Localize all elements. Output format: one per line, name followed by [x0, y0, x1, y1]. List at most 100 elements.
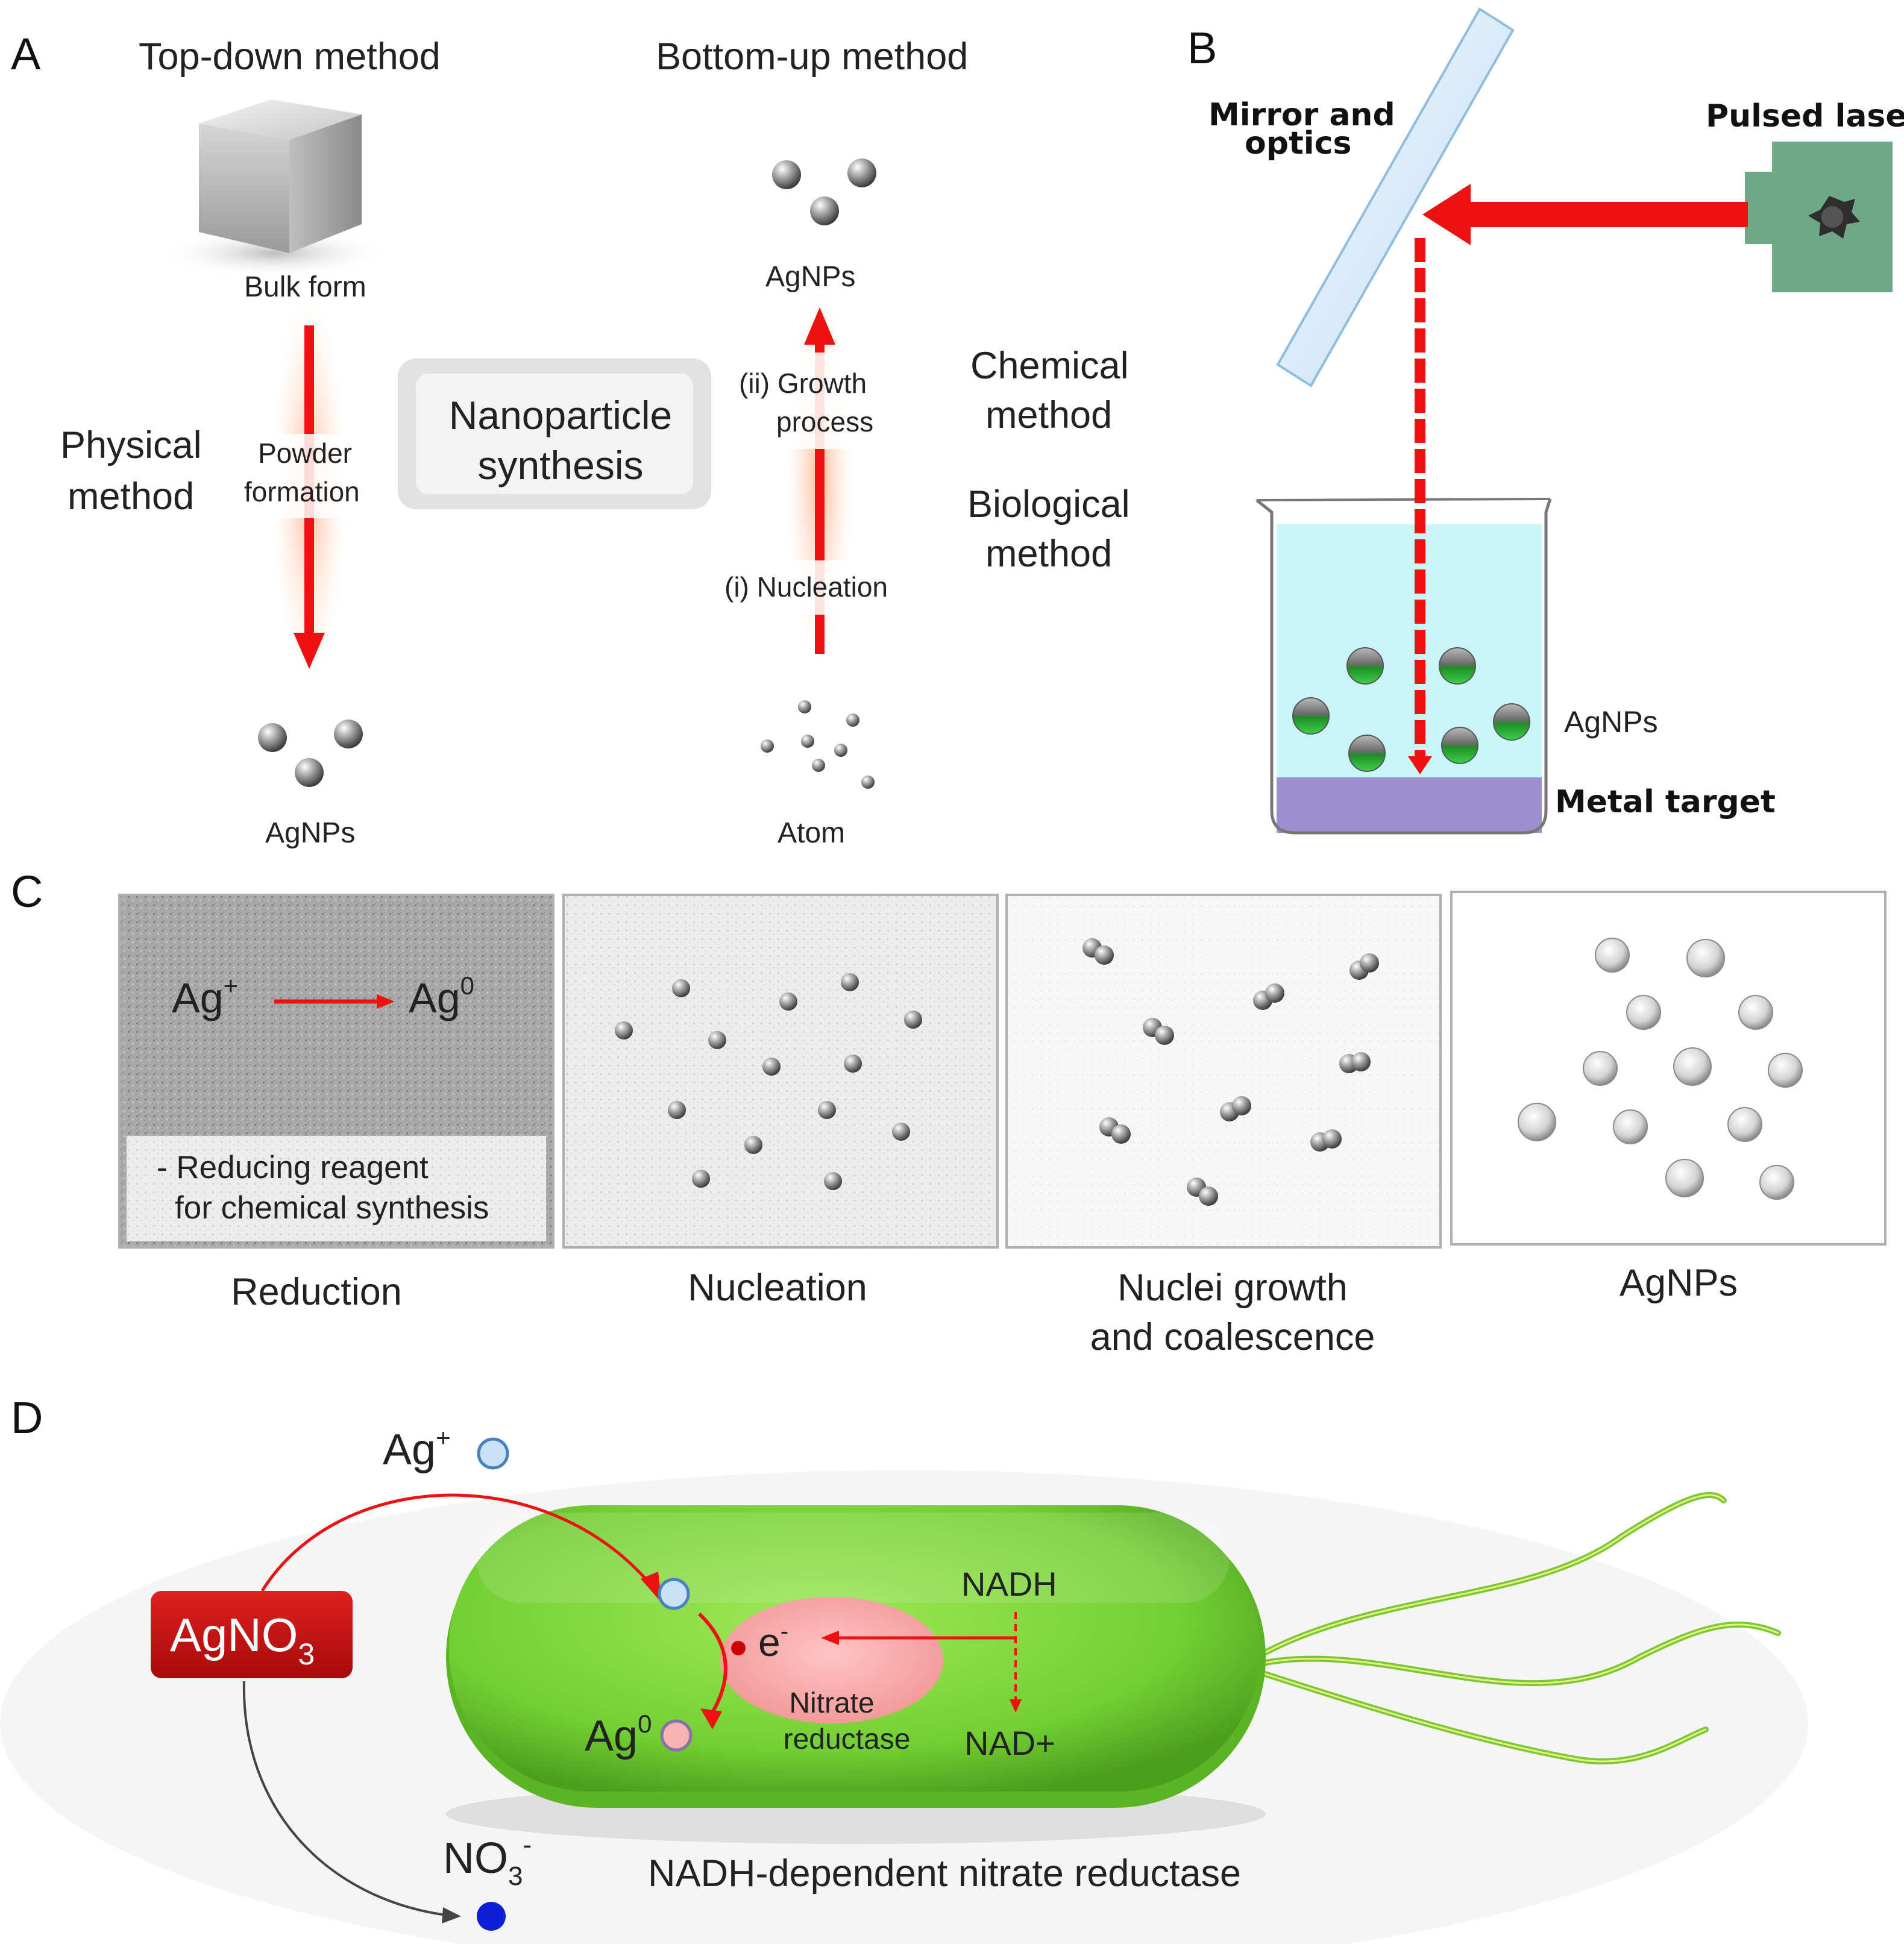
agnps-label-bottomup: AgNPs — [765, 261, 855, 293]
agnps-label-b: AgNPs — [1564, 705, 1658, 739]
bottom-up-title: Bottom-up method — [656, 36, 968, 78]
laser-beam-horizontal — [1465, 202, 1748, 227]
atom-dot-icon — [761, 739, 774, 753]
silver-sphere-icon — [1349, 953, 1379, 980]
chemical-method-line2: method — [985, 394, 1112, 436]
silver-sphere-icon — [810, 196, 839, 225]
growth-process-line1: (ii) Growth — [739, 368, 867, 399]
physical-method-line1: Physical — [60, 424, 202, 466]
metal-target-label: Metal target — [1555, 784, 1776, 820]
atom-dot-icon — [904, 1011, 922, 1029]
atom-dot-icon — [798, 700, 811, 713]
nadh-label: NADH — [961, 1565, 1057, 1603]
silver-sphere-icon — [1686, 939, 1725, 977]
silver-sphere-icon — [1441, 727, 1478, 764]
silver-sphere-icon — [847, 158, 876, 187]
reduction-box: Ag+ Ag0 - Reducing reagent for chemical … — [118, 894, 555, 1249]
panel-label-b: B — [1187, 23, 1217, 73]
silver-sphere-icon — [1348, 735, 1386, 772]
ag-zero-label: Ag0 — [409, 971, 474, 1021]
silver-sphere-icon — [1310, 1129, 1342, 1152]
silver-sphere-icon — [1292, 697, 1330, 735]
nucleation-label: (i) Nucleation — [724, 571, 888, 603]
ag-plus-label: Ag+ — [172, 971, 238, 1021]
nitrate-release-arrow — [242, 1681, 447, 1916]
atom-dot-icon — [834, 744, 847, 757]
growth-process-line2: process — [776, 406, 873, 437]
mirror-label-line1: Mirror and — [1208, 97, 1395, 133]
atom-dot-icon — [779, 992, 797, 1011]
step-growth-line2: and coalescence — [1090, 1316, 1375, 1358]
ag-plus-label-d: Ag+ — [383, 1423, 451, 1474]
ag-atom-icon — [660, 1719, 693, 1752]
panel-b: B Mirror and optics Pulsed laser — [1187, 7, 1904, 835]
step-nucleation-label: Nucleation — [688, 1267, 867, 1309]
silver-sphere-icon — [1082, 938, 1114, 965]
silver-sphere-icon — [1583, 1051, 1618, 1086]
silver-sphere-icon — [1595, 938, 1630, 973]
synthesis-line2: synthesis — [477, 443, 643, 488]
nitrate-reductase-enzyme — [720, 1597, 943, 1723]
powder-formation-line1: Powder — [258, 437, 352, 469]
ag-zero-label-d: Ag0 — [585, 1710, 652, 1760]
silver-sphere-icon — [1346, 647, 1384, 685]
silver-sphere-icon — [1099, 1117, 1131, 1144]
atom-dot-icon — [892, 1123, 910, 1141]
synthesis-line1: Nanoparticle — [449, 393, 673, 437]
silver-sphere-icon — [1339, 1052, 1371, 1073]
atom-dot-icon — [801, 735, 814, 748]
atoms-cluster — [761, 700, 875, 789]
ion-uptake-arrow — [260, 1493, 652, 1592]
step-growth-line1: Nuclei growth — [1117, 1267, 1348, 1309]
panel-c: C Ag+ Ag0 - Reducing reagent for chemica… — [11, 867, 1887, 1358]
nad-label: NAD+ — [964, 1724, 1055, 1762]
enzyme-line2: reductase — [784, 1723, 911, 1755]
atom-dot-icon — [708, 1031, 726, 1049]
nucleation-box — [562, 894, 999, 1249]
electron-label: e- — [758, 1618, 788, 1664]
powder-formation-line2: formation — [244, 476, 360, 507]
atom-dot-icon — [818, 1101, 836, 1119]
electron-dot-icon — [731, 1641, 746, 1655]
step-reduction-label: Reduction — [231, 1271, 402, 1313]
silver-sphere-icon — [1759, 1165, 1794, 1200]
agnps-in-beaker — [1292, 647, 1530, 772]
pulsed-laser-label: Pulsed laser — [1706, 98, 1904, 134]
physical-method-line2: method — [68, 475, 194, 518]
metal-cube-icon — [160, 99, 389, 277]
atom-dot-icon — [824, 1172, 842, 1190]
atom-dot-icon — [692, 1170, 710, 1188]
silver-sphere-icon — [1518, 1103, 1556, 1141]
nitrate-ion-icon — [477, 1902, 506, 1931]
panel-d: D AgNO3 Ag+ — [0, 1393, 1808, 1944]
growth-box — [1005, 894, 1442, 1249]
atom-dot-icon — [861, 776, 875, 789]
panel-d-caption: NADH-dependent nitrate reductase — [648, 1852, 1241, 1895]
no3-label: NO3- — [443, 1830, 532, 1891]
silver-sphere-icon — [1727, 1107, 1762, 1142]
chemical-method-line1: Chemical — [970, 345, 1129, 387]
silver-sphere-icon — [772, 160, 801, 189]
silver-sphere-icon — [1439, 647, 1476, 685]
nanoparticle-synthesis-box: Nanoparticle synthesis — [398, 359, 711, 509]
mirror-label-line2: optics — [1245, 125, 1351, 161]
silver-sphere-icon — [334, 720, 363, 748]
biological-method-line1: Biological — [967, 483, 1130, 525]
mirror-optics — [1276, 7, 1515, 387]
atom-dot-icon — [812, 759, 825, 772]
agnps-box — [1450, 891, 1887, 1246]
agnps-cluster-topdown — [258, 720, 363, 787]
reduction-arrow — [697, 1612, 727, 1717]
atom-label: Atom — [778, 817, 845, 849]
ag-ion-icon — [477, 1437, 509, 1470]
silver-sphere-icon — [1768, 1053, 1803, 1088]
panel-a: A Top-down method Bottom-up method Bulk … — [11, 29, 1130, 849]
silver-sphere-icon — [1143, 1018, 1174, 1045]
beaker-icon — [1255, 498, 1552, 835]
panel-label-d: D — [11, 1393, 43, 1443]
silver-sphere-icon — [258, 723, 287, 752]
step-agnps-label: AgNPs — [1620, 1262, 1738, 1304]
silver-sphere-icon — [295, 758, 324, 787]
agno3-label: AgNO3 — [170, 1608, 315, 1671]
atom-dot-icon — [841, 973, 859, 991]
